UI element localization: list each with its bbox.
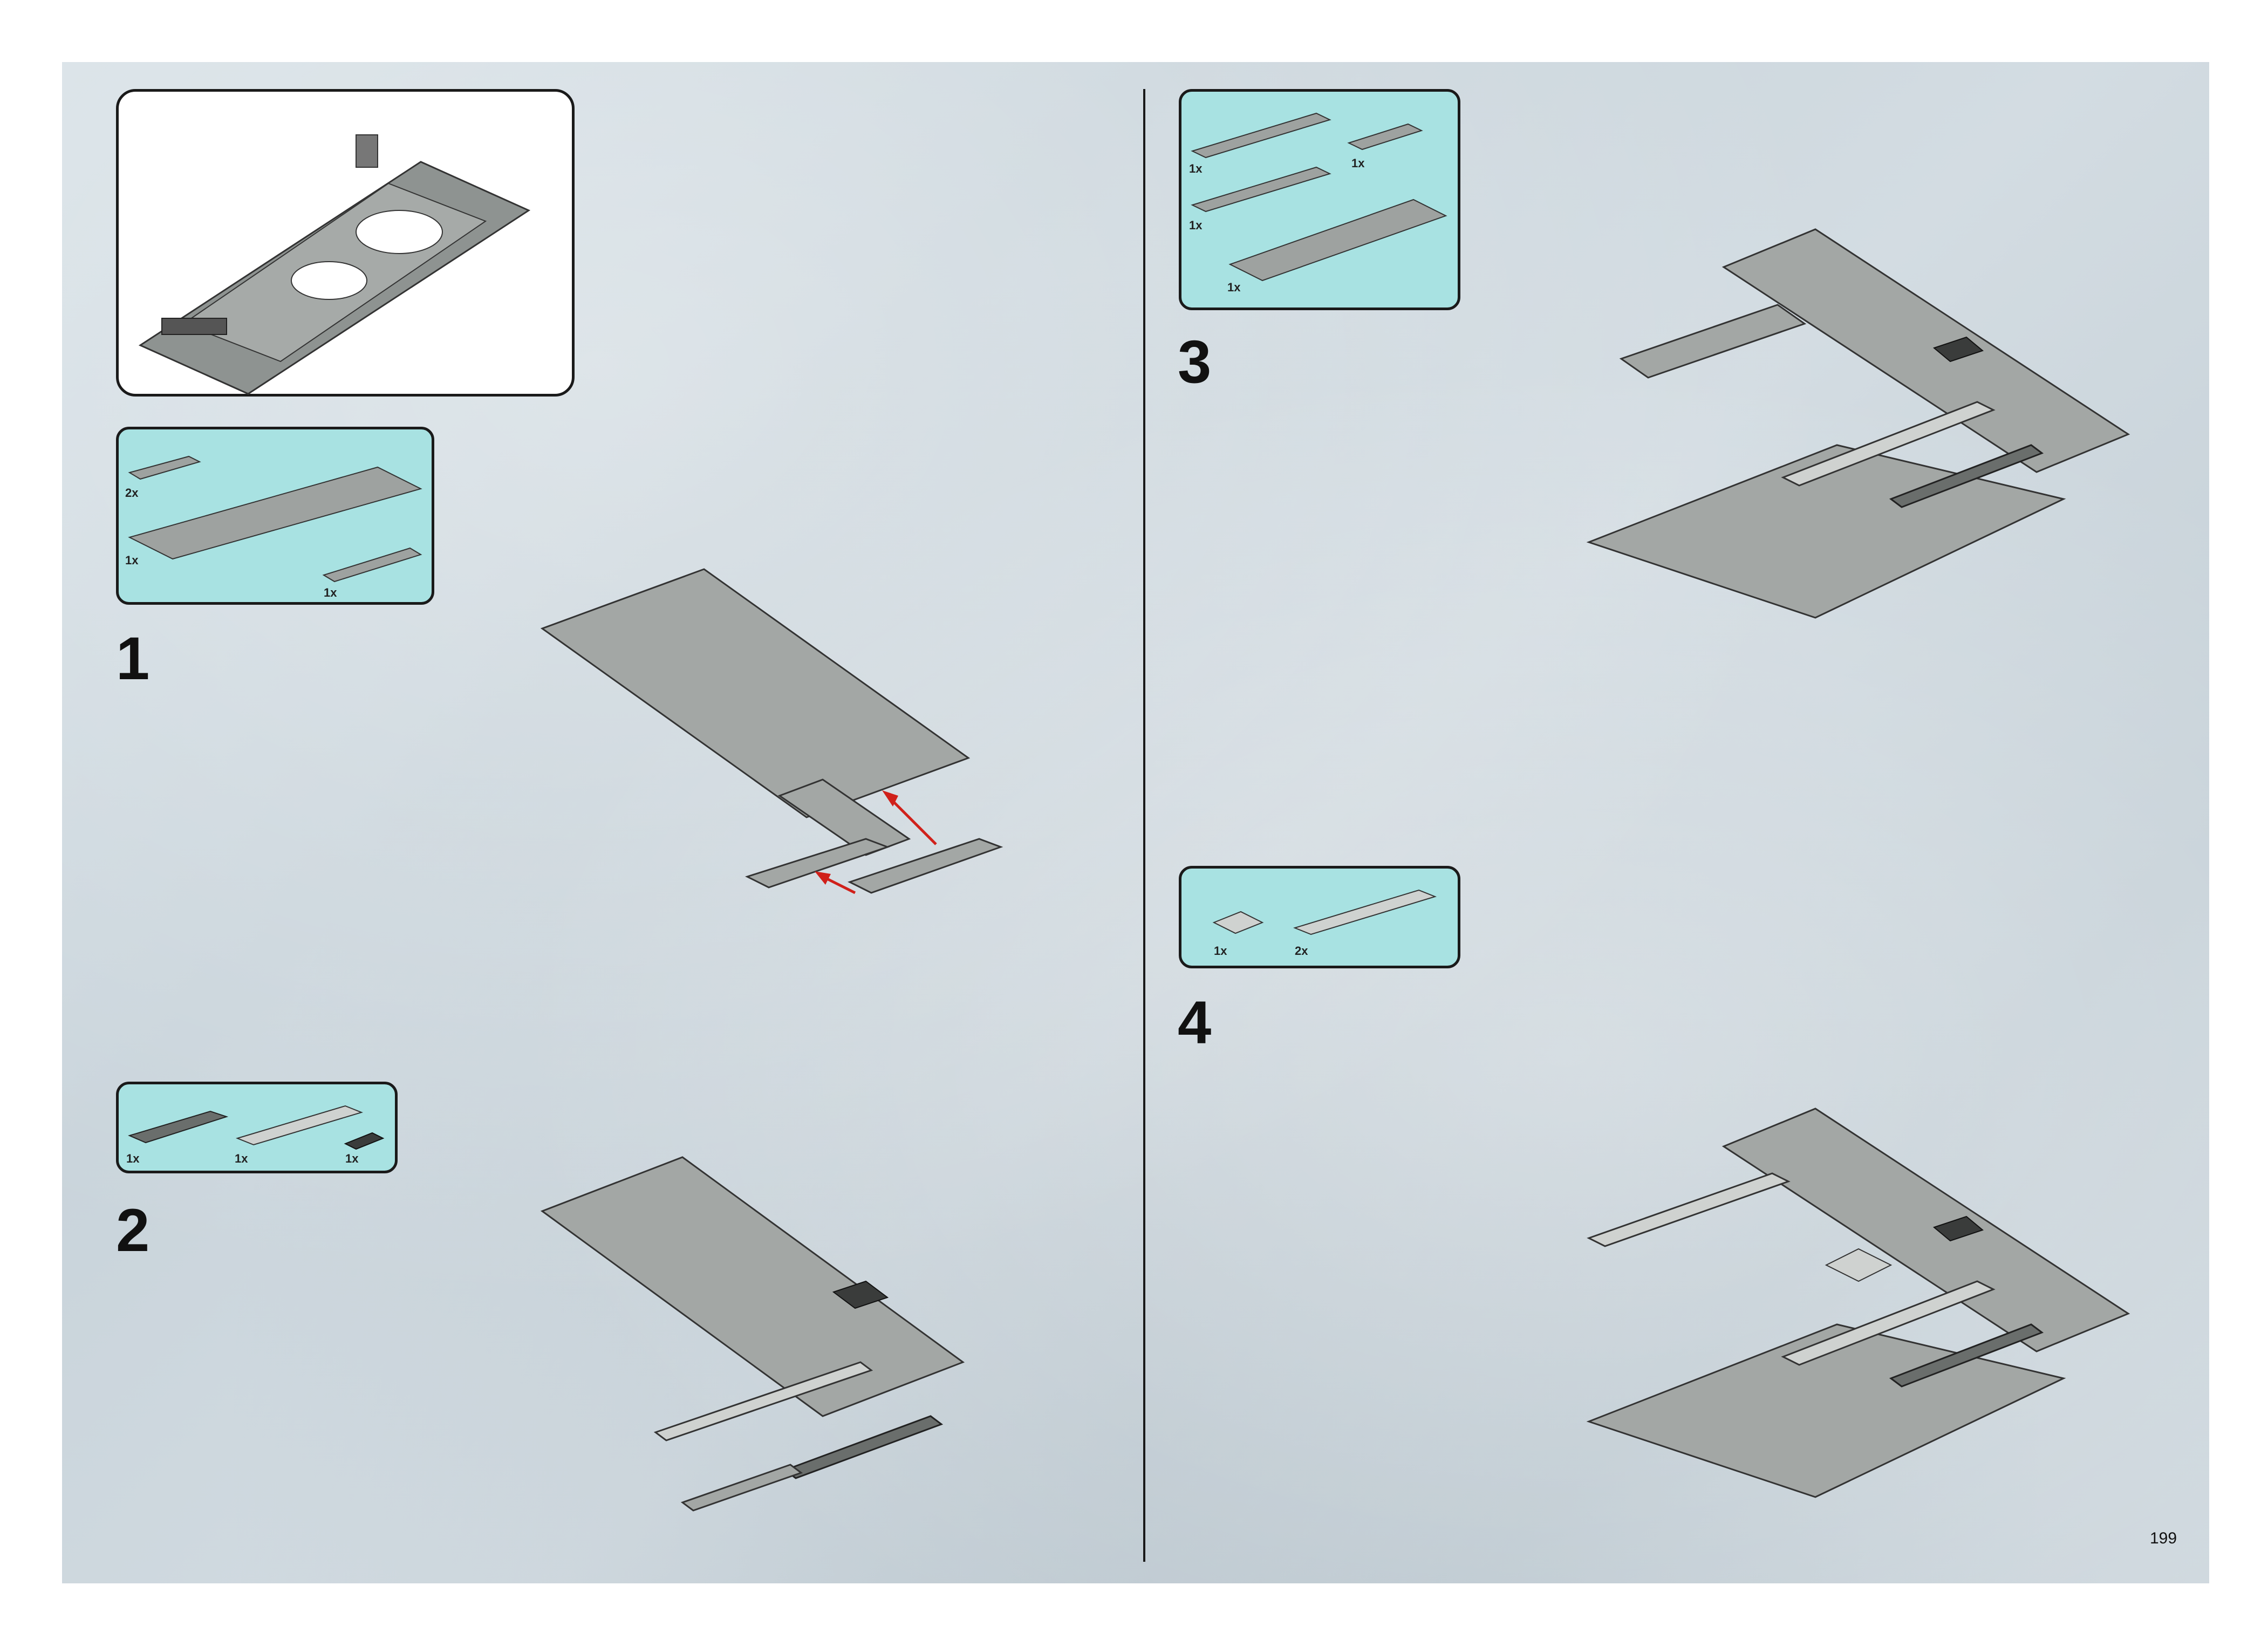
step-1-qty-1: 2x bbox=[125, 486, 138, 500]
step-4-parts-box: 1x 2x bbox=[1179, 866, 1460, 968]
step-1-part-plate-small bbox=[119, 429, 432, 602]
overview-box bbox=[116, 89, 575, 397]
step-4-assembly-image bbox=[1546, 1087, 2182, 1551]
step-3-qty-1: 1x bbox=[1189, 162, 1202, 176]
step-3-qty-2: 1x bbox=[1351, 156, 1364, 170]
step-2-qty-1: 1x bbox=[126, 1152, 139, 1166]
step-4-number: 4 bbox=[1178, 993, 1211, 1053]
overview-model-image bbox=[119, 92, 572, 394]
step-3-number: 3 bbox=[1178, 332, 1211, 392]
step-2-qty-2: 1x bbox=[235, 1152, 248, 1166]
step-1-qty-3: 1x bbox=[324, 586, 337, 600]
step-1-assembly-image bbox=[521, 569, 1087, 904]
step-1-number: 1 bbox=[116, 628, 149, 689]
step-3-qty-4: 1x bbox=[1227, 281, 1240, 295]
step-3-parts-image bbox=[1181, 92, 1458, 308]
step-4-qty-2: 2x bbox=[1295, 944, 1308, 958]
step-1-qty-2: 1x bbox=[125, 554, 138, 568]
step-3-assembly-image bbox=[1546, 208, 2182, 704]
step-2-number: 2 bbox=[116, 1200, 149, 1261]
step-3-parts-box: 1x 1x 1x 1x bbox=[1179, 89, 1460, 310]
page-divider bbox=[1143, 89, 1145, 1562]
page-number: 199 bbox=[2150, 1529, 2177, 1548]
step-3-qty-3: 1x bbox=[1189, 218, 1202, 233]
step-2-assembly-image bbox=[521, 1157, 1060, 1535]
instruction-page: 2x 1x 1x 1 1x 1x 1x 2 bbox=[62, 62, 2209, 1583]
step-2-parts-box: 1x 1x 1x bbox=[116, 1082, 398, 1173]
step-1-parts-box: 2x 1x 1x bbox=[116, 427, 434, 605]
step-2-qty-3: 1x bbox=[345, 1152, 358, 1166]
step-4-qty-1: 1x bbox=[1214, 944, 1227, 958]
